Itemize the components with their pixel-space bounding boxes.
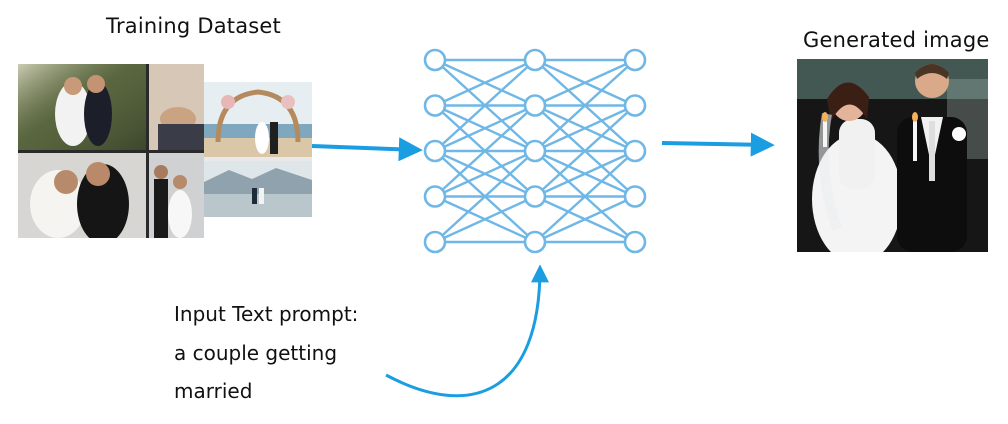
network-edge [534, 149, 636, 198]
network-edge [434, 58, 536, 107]
network-edge [534, 104, 636, 198]
network-edge [534, 150, 636, 243]
network-edge [434, 150, 536, 243]
prompt-heading: Input Text prompt: [174, 302, 359, 326]
network-edge [534, 58, 636, 107]
network-node [523, 139, 547, 163]
network-edge [534, 59, 636, 152]
network-node [623, 185, 647, 208]
generated-image-title: Generated image [803, 28, 990, 52]
collage-photos [18, 64, 204, 238]
training-dataset-collage [18, 64, 204, 238]
collage-extra-photos [204, 82, 312, 217]
network-connections [434, 58, 636, 244]
network-node [523, 230, 547, 254]
prompt-text-line-1: a couple getting [174, 341, 338, 365]
network-node [623, 230, 647, 254]
training-dataset-collage-extra [204, 82, 312, 217]
network-node [423, 185, 447, 208]
network-edge [434, 104, 536, 153]
generated-image [797, 59, 988, 252]
network-edge [534, 195, 636, 244]
prompt-text-line-2: married [174, 379, 253, 403]
network-node [523, 48, 547, 72]
network-edge [434, 59, 536, 152]
prompt-arrow [385, 264, 549, 398]
network-node [623, 48, 647, 72]
network-node [423, 139, 447, 163]
network-edge [434, 149, 536, 198]
network-node [623, 139, 647, 163]
training-dataset-title: Training Dataset [106, 14, 281, 38]
output-arrow [661, 132, 775, 157]
network-node [523, 94, 547, 117]
network-edge [434, 104, 536, 198]
network-node [423, 48, 447, 72]
network-node [523, 185, 547, 208]
neural-network [423, 48, 647, 254]
network-node [623, 94, 647, 117]
input-arrow [311, 137, 423, 162]
network-node [423, 230, 447, 254]
network-node [423, 94, 447, 117]
network-edge [534, 104, 636, 153]
network-edge [434, 195, 536, 244]
generated-photo [797, 59, 988, 252]
